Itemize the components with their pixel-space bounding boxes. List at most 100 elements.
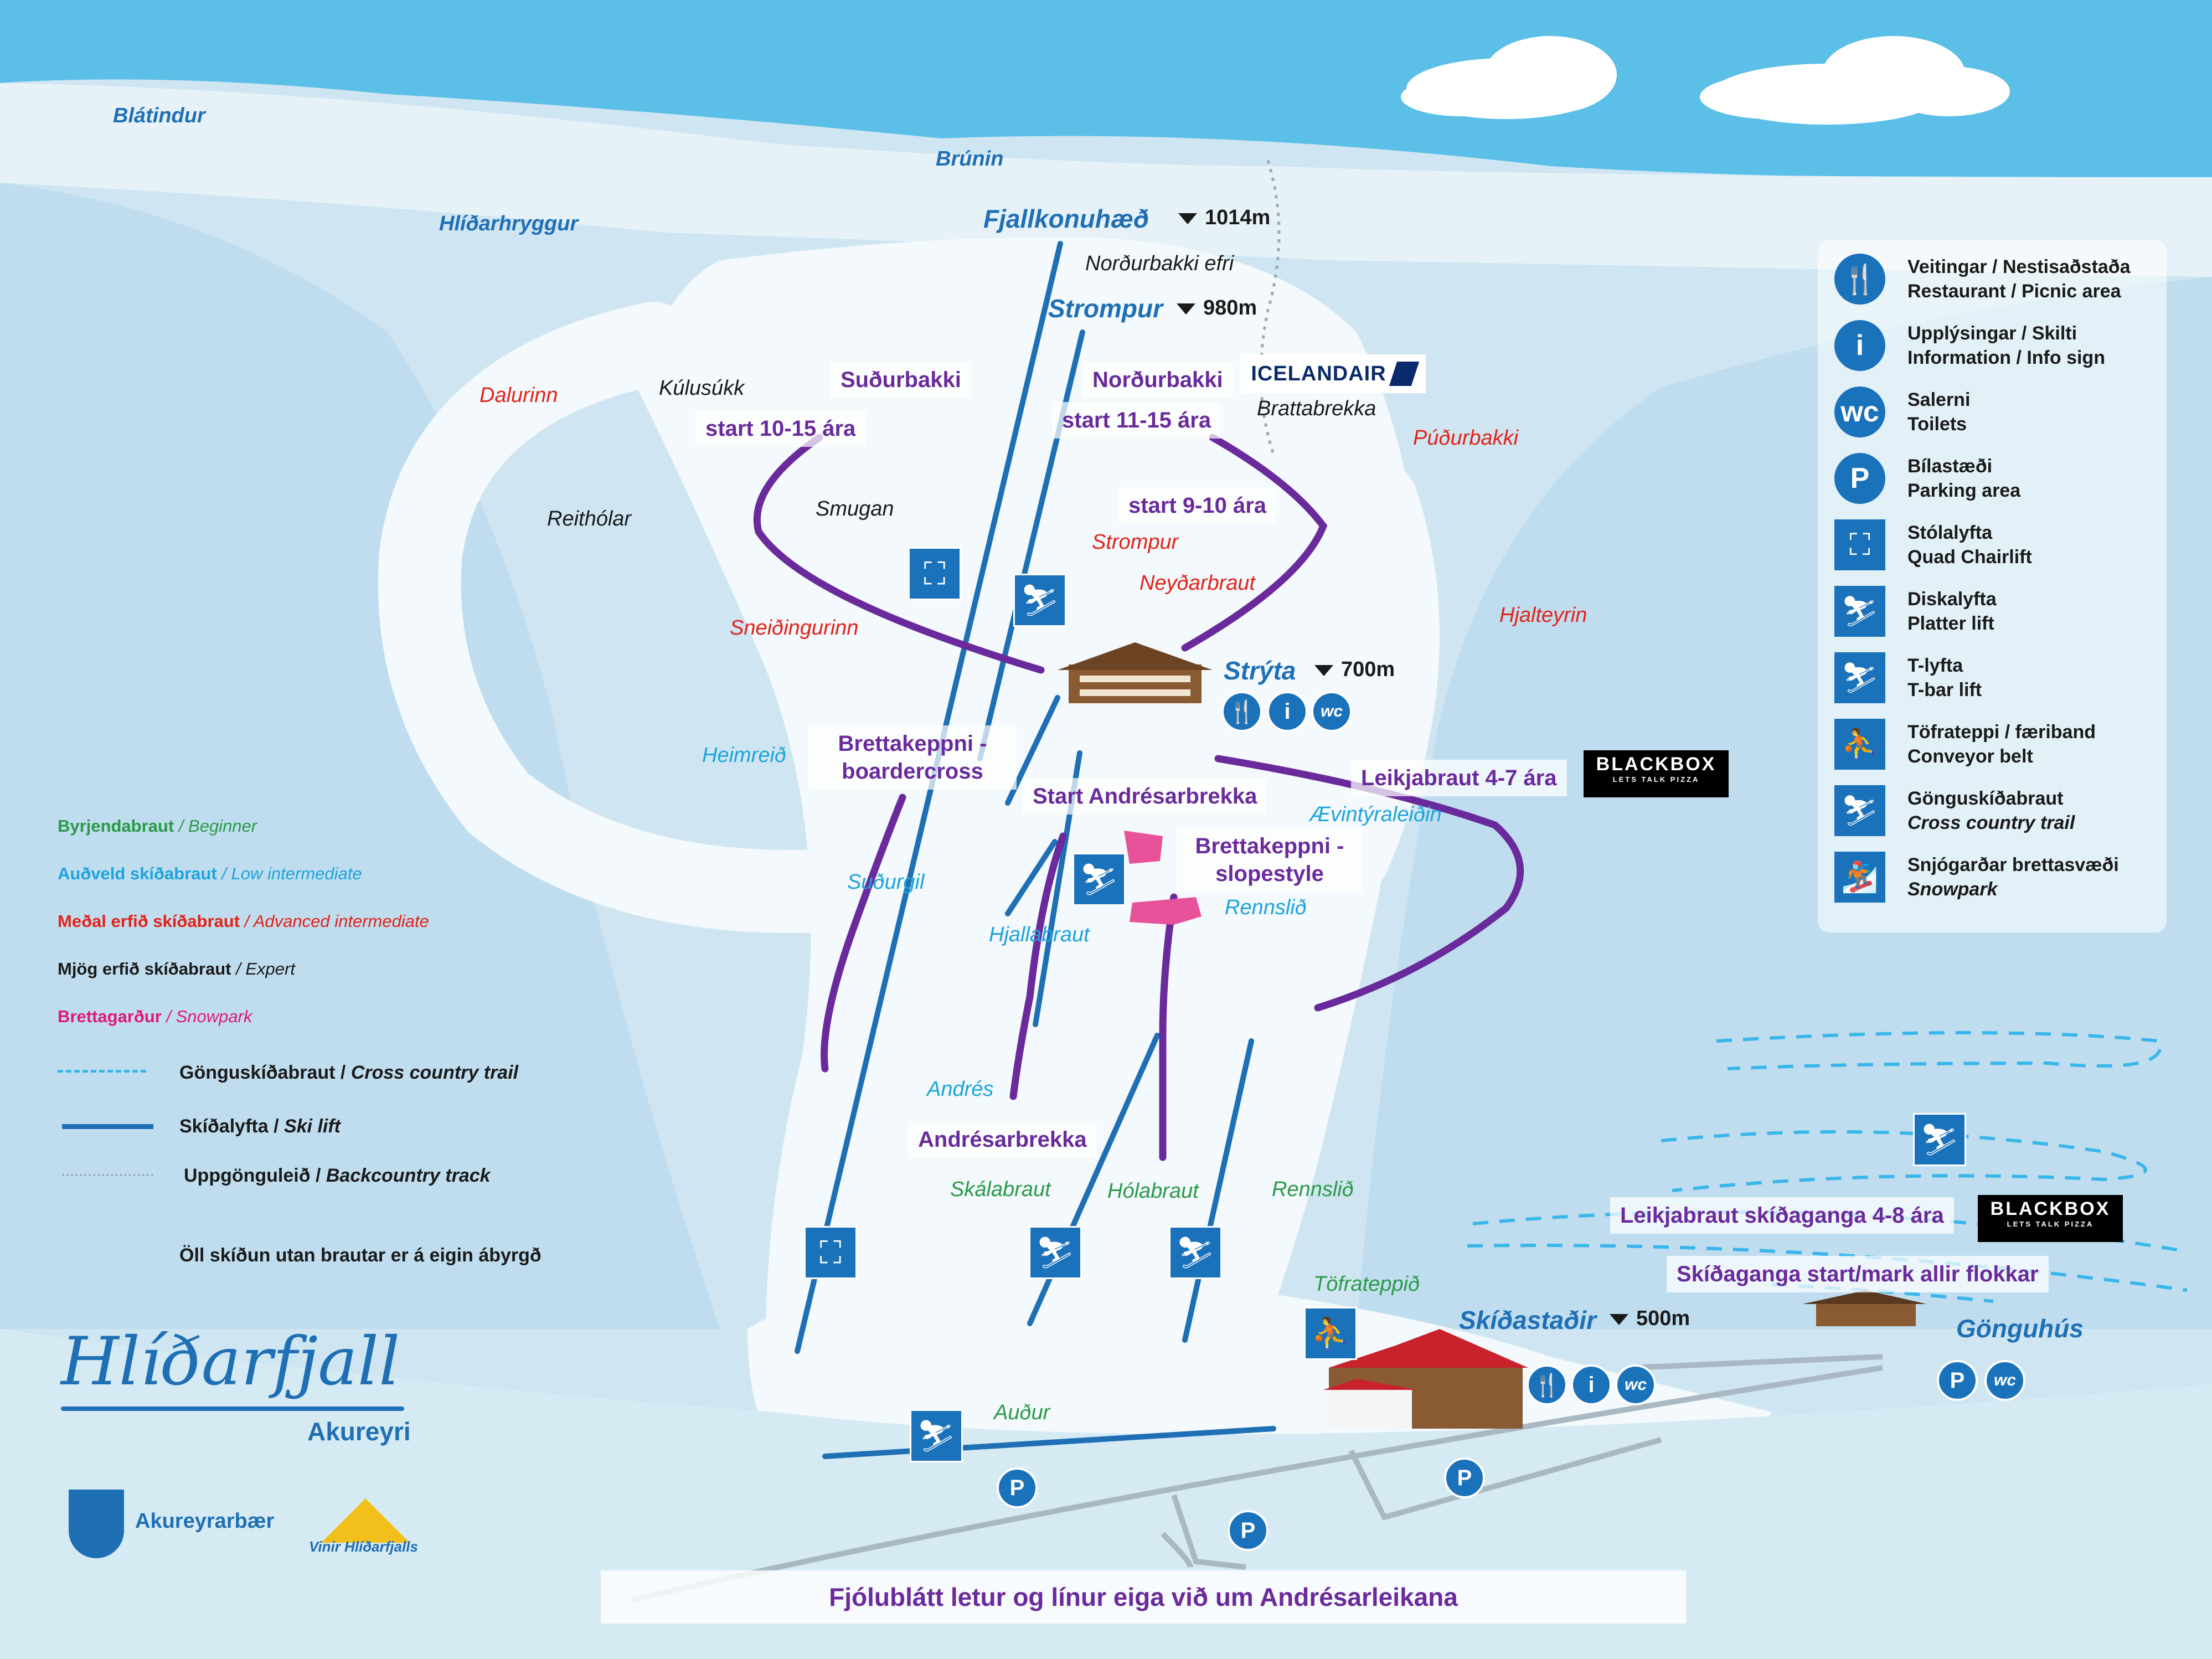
andres-label-nordurbakki: Norðurbakki <box>1082 362 1233 398</box>
run-andres: Andrés <box>927 1078 994 1101</box>
andres-label-start-10-15: start 10-15 ára <box>695 410 866 447</box>
toilet-icon: wc <box>1834 387 1885 437</box>
run-hjallabraut: Hjallabraut <box>989 923 1090 946</box>
run-smugan: Smugan <box>816 497 894 521</box>
run-neydarbraut: Neyðarbraut <box>1139 571 1256 595</box>
parking-icon[interactable]: P <box>1228 1510 1269 1551</box>
difficulty-key-row: Byrjendabraut / Beginner <box>58 816 257 836</box>
difficulty-label-is: Byrjendabraut <box>58 816 174 836</box>
base-lodge-icon <box>1323 1329 1528 1429</box>
parking-icon[interactable]: P <box>997 1467 1038 1508</box>
backcountry-line-sample <box>62 1174 153 1176</box>
run-rennslid-upper: Rennslið <box>1225 896 1307 919</box>
elevation-marker-icon <box>1314 664 1333 676</box>
restaurant-icon: 🍴 <box>1834 254 1885 305</box>
legend-label-is: Gönguskíðabraut <box>1907 787 2064 809</box>
line-key-backcountry: Uppgönguleið / Backcountry track <box>184 1165 491 1186</box>
difficulty-key-row: Auðveld skíðabraut / Low intermediate <box>58 864 362 884</box>
legend-label-en: Platter lift <box>1907 613 1994 634</box>
blackbox-wordmark: BLACKBOX <box>1596 754 1716 775</box>
run-audur: Auður <box>994 1401 1050 1424</box>
run-nordurbakki-efri: Norðurbakki efri <box>1085 252 1234 275</box>
run-rennslid-lower: Rennslið <box>1272 1178 1354 1201</box>
andres-label-boardercross: Brettakeppni - boardercross <box>808 725 1017 790</box>
place-gonguhus: Gönguhús <box>1956 1314 2084 1343</box>
run-aevintyraleidin: Ævintýraleiðin <box>1309 803 1442 826</box>
run-sudurgil: Suðurgil <box>847 870 925 894</box>
platter-lift-icon: ⛷ <box>1834 586 1885 637</box>
t-bar-lift-icon: ⛷ <box>1834 652 1885 703</box>
vinir-logo-triangle-icon <box>321 1498 410 1543</box>
platter-lift-icon[interactable]: ⛷ <box>1073 853 1126 906</box>
blackbox-tagline: LETS TALK PIZZA <box>2007 1220 2094 1228</box>
restaurant-icon[interactable]: 🍴 <box>1527 1364 1568 1405</box>
platter-lift-icon[interactable]: ⛷ <box>910 1409 963 1462</box>
peak-fjallkonuhaed-elevation: 1014m <box>1178 206 1270 230</box>
gonguhus-building-icon <box>1802 1290 1927 1326</box>
legend-label-en: Toilets <box>1907 414 1967 435</box>
difficulty-label-en: / Expert <box>236 959 295 978</box>
legend-label-is: T-lyfta <box>1907 655 1963 676</box>
difficulty-key-row: Meðal erfið skíðabraut / Advanced interm… <box>58 911 429 931</box>
snowpark-icon: 🏂 <box>1834 852 1885 903</box>
t-bar-lift-icon[interactable]: ⛷ <box>1013 574 1066 627</box>
difficulty-label-en: / Beginner <box>178 816 257 836</box>
legend-label-is: Salerni <box>1907 389 1971 410</box>
andres-label-start-9-10: start 9-10 ára <box>1118 487 1277 524</box>
difficulty-key-row: Mjög erfið skíðabraut / Expert <box>58 959 295 979</box>
elevation-marker-icon <box>1177 303 1195 315</box>
andres-label-slopestyle: Brettakeppni - slopestyle <box>1177 828 1363 892</box>
legend-label-is: Veitingar / Nestisaðstaða <box>1907 256 2131 277</box>
run-sneidingurinn: Sneiðingurinn <box>730 616 859 640</box>
toilet-icon[interactable]: wc <box>1615 1364 1656 1405</box>
chairlift-icon[interactable]: ⛶ <box>804 1226 857 1279</box>
info-icon[interactable]: i <box>1267 691 1308 732</box>
ski-lift-line-sample <box>62 1124 153 1129</box>
legend-label-en: T-bar lift <box>1907 679 1982 700</box>
place-brunin: Brúnin <box>936 147 1004 171</box>
cloud-icon <box>1401 36 2010 125</box>
cross-country-line-sample <box>58 1070 146 1073</box>
legend-label-is: Bílastæði <box>1907 455 1993 477</box>
andres-label-leikjabraut-skidaganga: Leikjabraut skíðaganga 4-8 ára <box>1610 1197 1954 1234</box>
run-tofrateppid: Töfrateppið <box>1313 1272 1420 1296</box>
cross-country-icon[interactable]: ⛷ <box>1913 1113 1966 1166</box>
info-icon[interactable]: i <box>1571 1364 1612 1405</box>
parking-icon: P <box>1834 453 1885 504</box>
difficulty-label-en: / Advanced intermediate <box>244 911 429 931</box>
chairlift-icon[interactable]: ⛶ <box>908 547 961 600</box>
peak-stryta-elevation: 700m <box>1314 658 1395 682</box>
toilet-icon[interactable]: wc <box>1311 691 1352 732</box>
chairlift-icon: ⛶ <box>1834 519 1885 570</box>
parking-icon[interactable]: P <box>1444 1457 1485 1498</box>
difficulty-label-is: Meðal erfið skíðabraut <box>58 911 240 931</box>
platter-lift-icon[interactable]: ⛷ <box>1029 1226 1082 1279</box>
peak-fjallkonuhaed: Fjallkonuhæð <box>983 204 1149 233</box>
vinir-hlidarfjalls-label: Vinir Hlíðarfjalls <box>309 1538 418 1555</box>
restaurant-icon[interactable]: 🍴 <box>1221 691 1262 732</box>
difficulty-label-is: Auðveld skíðabraut <box>58 864 217 883</box>
run-heimreid: Heimreið <box>702 744 787 767</box>
parking-icon[interactable]: P <box>1937 1360 1978 1401</box>
difficulty-key-row: Brettagarður / Snowpark <box>58 1007 252 1027</box>
line-key-ski-lift: Skíðalyfta / Ski lift <box>179 1116 341 1137</box>
off-piste-disclaimer: Öll skíðun utan brautar er á eigin ábyrg… <box>179 1245 542 1266</box>
legend-label-is: Diskalyfta <box>1907 588 1997 610</box>
legend-label-en: Conveyor belt <box>1907 746 2033 767</box>
conveyor-icon[interactable]: ⛹ <box>1304 1307 1357 1360</box>
platter-lift-icon[interactable]: ⛷ <box>1169 1226 1222 1279</box>
blackbox-logo-lower: BLACKBOX LETS TALK PIZZA <box>1978 1195 2123 1242</box>
legend-label-en: Parking area <box>1907 480 2021 501</box>
toilet-icon[interactable]: wc <box>1984 1360 2025 1401</box>
run-holabraut: Hólabraut <box>1107 1179 1199 1203</box>
hlidarfjall-logo-title: Hlíðarfjall <box>61 1323 400 1400</box>
